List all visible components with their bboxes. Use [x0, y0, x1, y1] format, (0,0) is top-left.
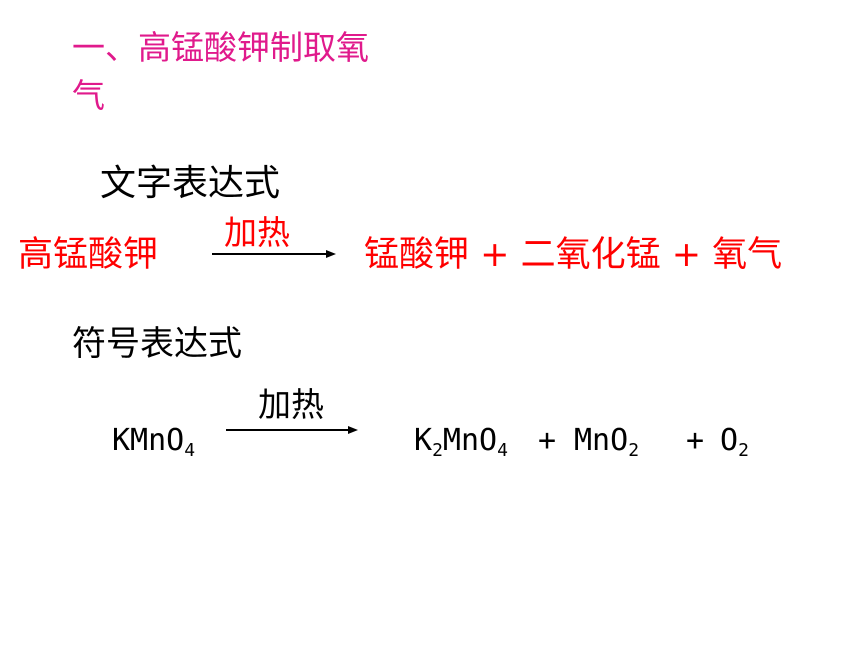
word-equation-products: 锰酸钾 + 二氧化锰 + 氧气	[364, 235, 783, 275]
formula-k2mno4: K2MnO4	[414, 423, 508, 461]
formula-kmno4: KMnO4	[112, 423, 196, 461]
plus-sign: +	[538, 423, 557, 458]
slide-title: 一、高锰酸钾制取氧气	[72, 28, 369, 115]
word-equation-reactant: 高锰酸钾	[18, 235, 159, 275]
formula-o2: O2	[720, 423, 749, 461]
word-equation-condition: 加热	[224, 213, 290, 252]
word-equation-heading: 文字表达式	[100, 163, 281, 204]
formula-mno2: MnO2	[574, 423, 640, 461]
word-equation-arrow-icon	[212, 250, 336, 258]
plus-sign: +	[686, 423, 705, 458]
symbol-equation-arrow-icon	[226, 426, 358, 434]
symbol-equation-heading: 符号表达式	[72, 324, 242, 364]
symbol-equation-condition: 加热	[258, 385, 324, 424]
